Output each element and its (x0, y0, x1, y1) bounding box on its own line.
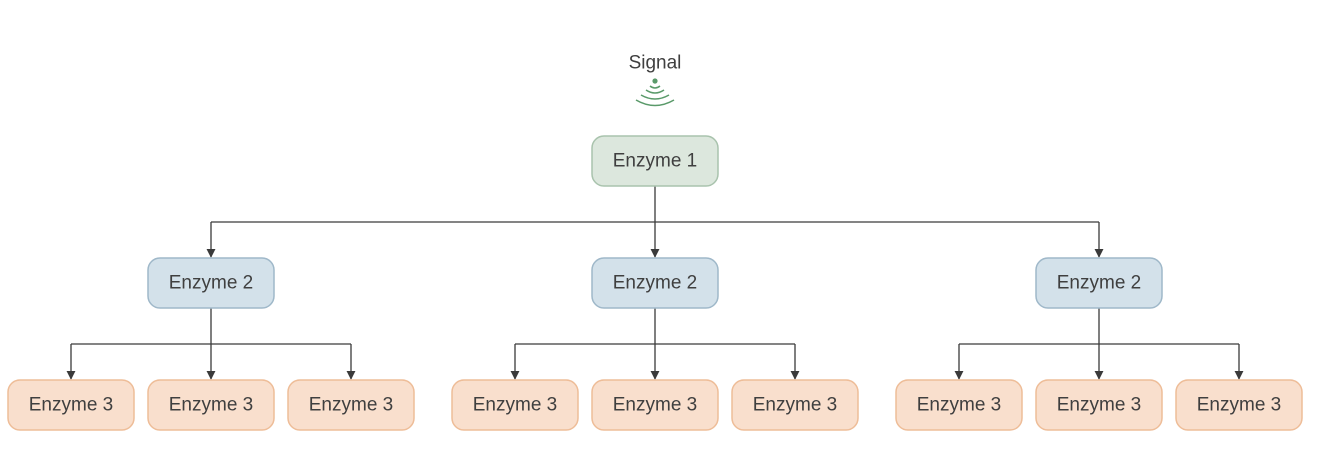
enzyme-3-node-label: Enzyme 3 (613, 395, 697, 416)
enzyme-3-node: Enzyme 3 (895, 379, 1023, 431)
enzyme-3-node: Enzyme 3 (1035, 379, 1163, 431)
enzyme-3-node-box (7, 379, 135, 431)
enzyme-3-node: Enzyme 3 (287, 379, 415, 431)
enzyme-3-node: Enzyme 3 (591, 379, 719, 431)
signal-label: Signal (629, 53, 682, 74)
enzyme-3-node-label: Enzyme 3 (1057, 395, 1141, 416)
enzyme-3-node-box (1035, 379, 1163, 431)
enzyme-3-node-label: Enzyme 3 (309, 395, 393, 416)
enzyme-3-node-box (731, 379, 859, 431)
enzyme-3-node-box (1175, 379, 1303, 431)
enzyme-3-node: Enzyme 3 (731, 379, 859, 431)
enzyme-2-node: Enzyme 2 (1035, 257, 1163, 309)
enzyme-2-node-label: Enzyme 2 (613, 273, 697, 294)
enzyme-3-node-box (591, 379, 719, 431)
enzyme-3-node-box (451, 379, 579, 431)
enzyme-3-node-label: Enzyme 3 (473, 395, 557, 416)
enzyme-1-node-label: Enzyme 1 (613, 151, 697, 172)
enzyme-2-node: Enzyme 2 (591, 257, 719, 309)
enzyme-2-node: Enzyme 2 (147, 257, 275, 309)
enzyme-3-node-label: Enzyme 3 (1197, 395, 1281, 416)
enzyme-2-node-box (1035, 257, 1163, 309)
enzyme-1-node-box (591, 135, 719, 187)
connector-lines (66, 186, 1244, 380)
enzyme-3-node: Enzyme 3 (1175, 379, 1303, 431)
enzyme-1-node: Enzyme 1 (591, 135, 719, 187)
enzyme-2-node-label: Enzyme 2 (1057, 273, 1141, 294)
enzyme-3-node-label: Enzyme 3 (169, 395, 253, 416)
enzyme-2-node-box (591, 257, 719, 309)
enzyme-3-node-label: Enzyme 3 (29, 395, 113, 416)
enzyme-3-node-label: Enzyme 3 (753, 395, 837, 416)
enzyme-nodes: Enzyme 1 Enzyme 2 Enzyme 3 Enzyme 3 Enzyme 3… (7, 135, 1303, 431)
enzyme-3-node: Enzyme 3 (7, 379, 135, 431)
enzyme-3-node: Enzyme 3 (451, 379, 579, 431)
enzyme-3-node-label: Enzyme 3 (917, 395, 1001, 416)
enzyme-3-node-box (895, 379, 1023, 431)
enzyme-2-node-box (147, 257, 275, 309)
signal-waves-icon (635, 78, 675, 107)
enzyme-3-node: Enzyme 3 (147, 379, 275, 431)
enzyme-3-node-box (287, 379, 415, 431)
enzyme-3-node-box (147, 379, 275, 431)
enzyme-2-node-label: Enzyme 2 (169, 273, 253, 294)
